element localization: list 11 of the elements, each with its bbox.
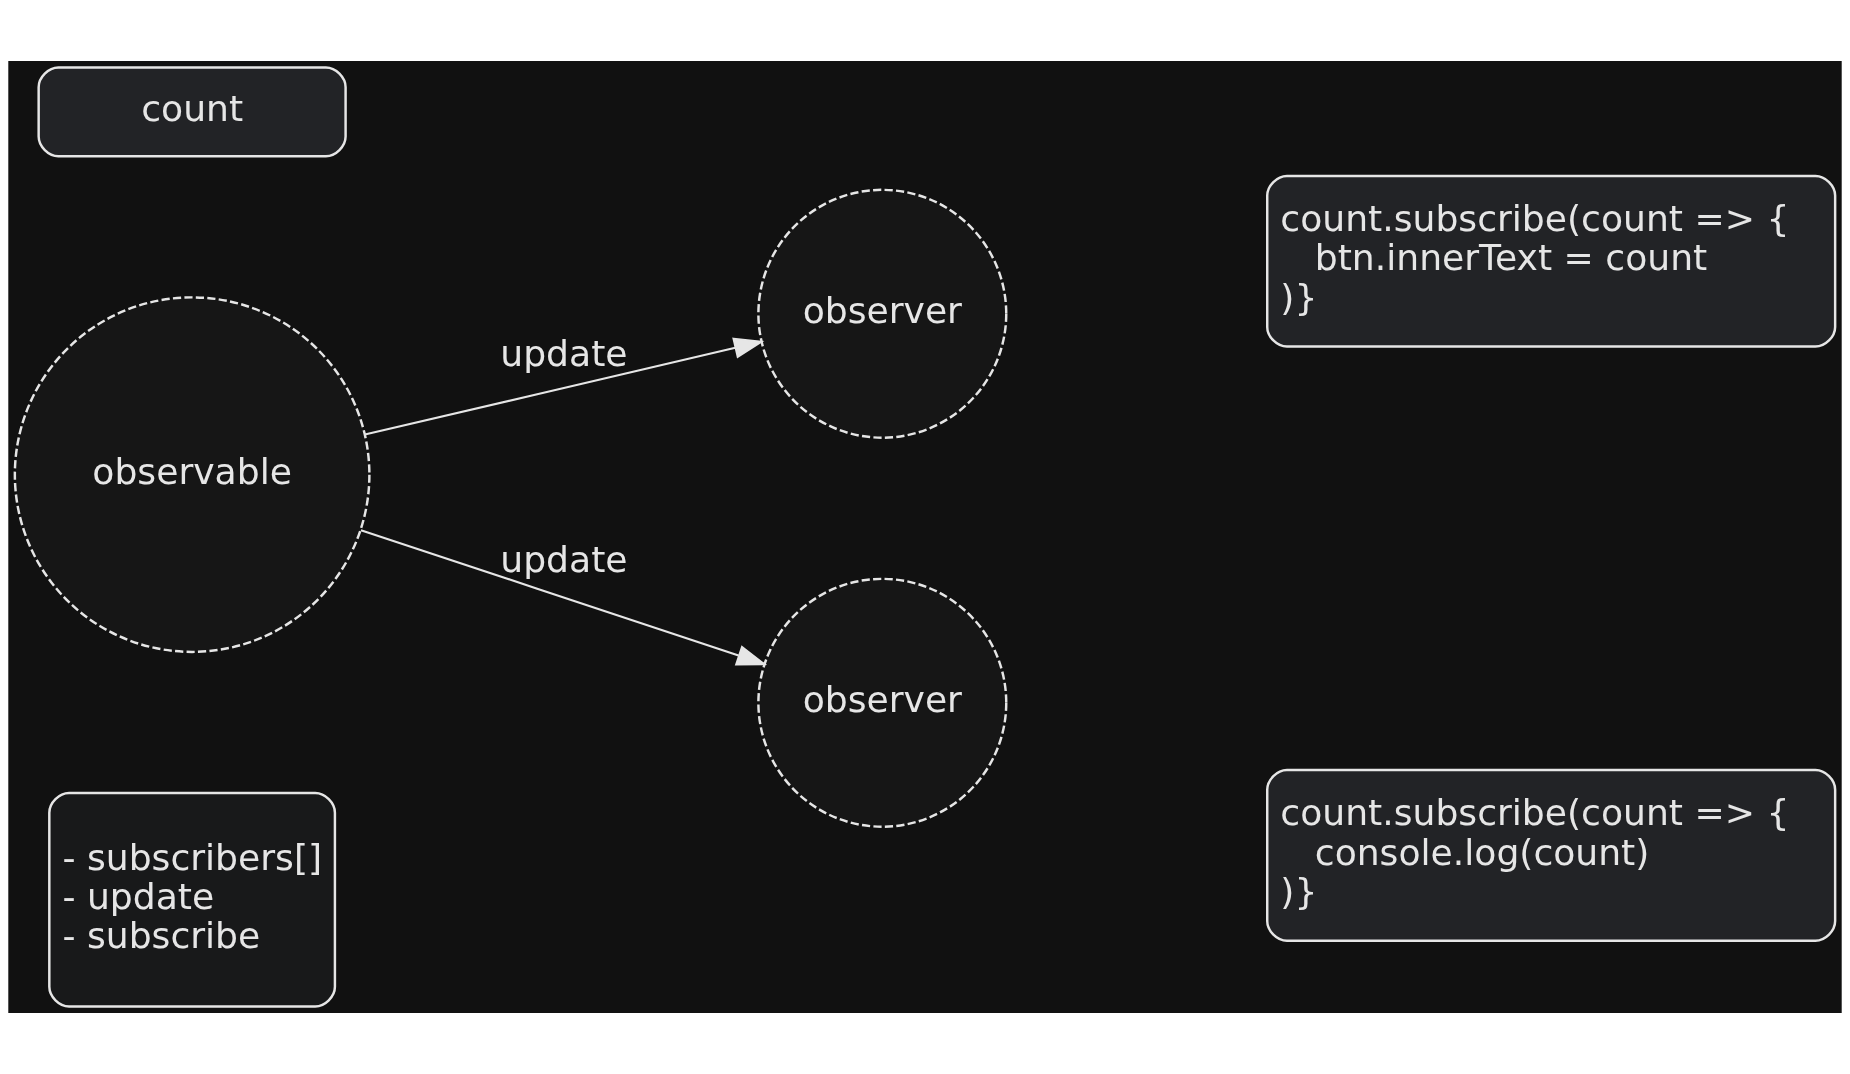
node-circle: observer xyxy=(757,188,1008,439)
arrow xyxy=(360,529,768,666)
node-box: - subscribers[] - update - subscribe xyxy=(48,791,337,1008)
node-box: count xyxy=(37,66,347,158)
edge-label: update xyxy=(500,538,628,582)
node-circle: observer xyxy=(757,577,1008,828)
node-box: count.subscribe(count => { console.log(count) )} xyxy=(1266,768,1837,942)
arrow xyxy=(364,337,765,436)
edge-label: update xyxy=(500,331,628,375)
node-box: count.subscribe(count => { btn.innerText = count )} xyxy=(1266,174,1837,348)
node-circle: observable xyxy=(13,296,371,654)
